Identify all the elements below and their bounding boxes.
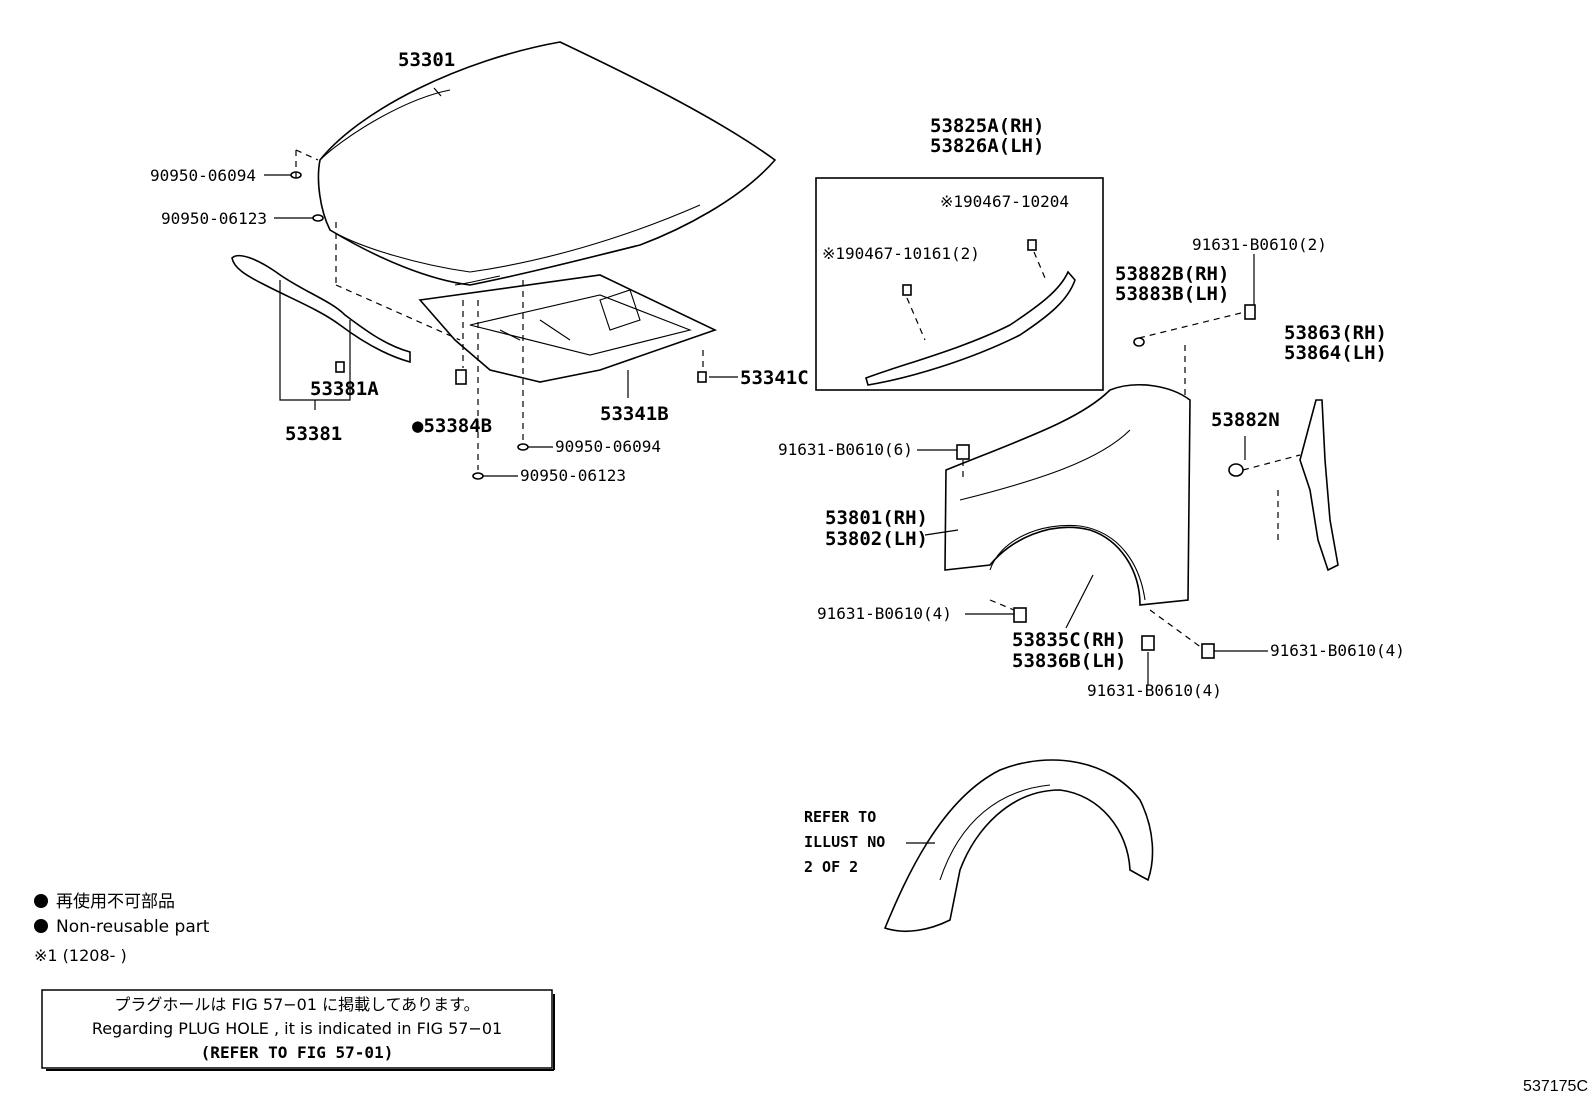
refer-illust-line3: 2 OF 2 — [804, 858, 858, 876]
label-grommet: 53882N — [1211, 409, 1280, 431]
label-fender-rh: 53801(RH) — [825, 507, 928, 529]
seal-box — [815, 177, 1104, 391]
plug-hole-note: プラグホールは FIG 57−01 に掲載してあります。 Regarding P… — [41, 989, 555, 1071]
label-hood-plug-lower: 90950-06123 — [161, 209, 267, 228]
label-bolt-fender-top: 91631-B0610(6) — [778, 440, 913, 459]
label-fender-lh: 53802(LH) — [825, 528, 928, 550]
legend-jp: 再使用不可部品 — [56, 891, 175, 912]
label-insulator-plug-lower: 90950-06123 — [520, 466, 626, 485]
label-hood-seal-clip: 53381A — [310, 378, 379, 400]
label-seal-clip-b: ※190467-10161(2) — [822, 244, 980, 263]
label-bumper-stop-number: 53384B — [423, 415, 492, 437]
label-bolt-fender-front: 91631-B0610(4) — [817, 604, 952, 623]
fender-bracket[interactable] — [1299, 399, 1339, 572]
refer-illust-line1: REFER TO — [804, 808, 876, 826]
hood-insulator[interactable] — [418, 274, 718, 383]
label-liner-bracket-lh: 53836B(LH) — [1012, 650, 1126, 672]
hood-to-fender-seal[interactable] — [865, 270, 1076, 386]
label-liner-bracket-rh: 53835C(RH) — [1012, 629, 1126, 651]
label-insulator: 53341B — [600, 403, 669, 425]
hood-seal[interactable] — [231, 254, 411, 364]
refer-illust-line2: ILLUST NO — [804, 833, 885, 851]
front-fender[interactable] — [944, 384, 1191, 606]
label-bracket-rh: 53863(RH) — [1284, 322, 1387, 344]
non-reusable-dot-icon: ● — [412, 415, 424, 437]
legend-en: Non-reusable part — [56, 917, 210, 937]
note-en: Regarding PLUG HOLE , it is indicated in… — [92, 1019, 502, 1038]
fender-liner[interactable] — [883, 759, 1154, 933]
legend-dot-icon-jp — [34, 894, 48, 908]
legend-note1: ※1 (1208- ) — [34, 946, 127, 965]
note-ref: (REFER TO FIG 57-01) — [201, 1043, 394, 1062]
label-bolt-rear-right: 91631-B0610(4) — [1270, 641, 1405, 660]
label-seal-clip-a: ※190467-10204 — [940, 192, 1069, 211]
label-protector-rh: 53882B(RH) — [1115, 263, 1229, 285]
label-insulator-clip: 53341C — [740, 367, 809, 389]
label-bolt-top: 91631-B0610(2) — [1192, 235, 1327, 254]
label-bracket-lh: 53864(LH) — [1284, 342, 1387, 364]
legend: 再使用不可部品 Non-reusable part ※1 (1208- ) — [34, 891, 210, 965]
legend-dot-icon-en — [34, 919, 48, 933]
label-hood-seal: 53381 — [285, 423, 342, 445]
hood-panel[interactable] — [317, 41, 777, 286]
label-protector-lh: 53883B(LH) — [1115, 283, 1229, 305]
figure-id: 537175C — [1523, 1078, 1588, 1095]
label-hood-plug-upper: 90950-06094 — [150, 166, 256, 185]
label-bolt-rear-bottom: 91631-B0610(4) — [1087, 681, 1222, 700]
label-seal-lh: 53826A(LH) — [930, 135, 1044, 157]
label-insulator-plug-upper: 90950-06094 — [555, 437, 661, 456]
label-bumper-stop: ●53384B — [412, 415, 492, 437]
label-seal-rh: 53825A(RH) — [930, 115, 1044, 137]
note-jp: プラグホールは FIG 57−01 に掲載してあります。 — [114, 995, 479, 1014]
label-hood: 53301 — [398, 49, 455, 71]
leader-lines — [264, 87, 1301, 844]
